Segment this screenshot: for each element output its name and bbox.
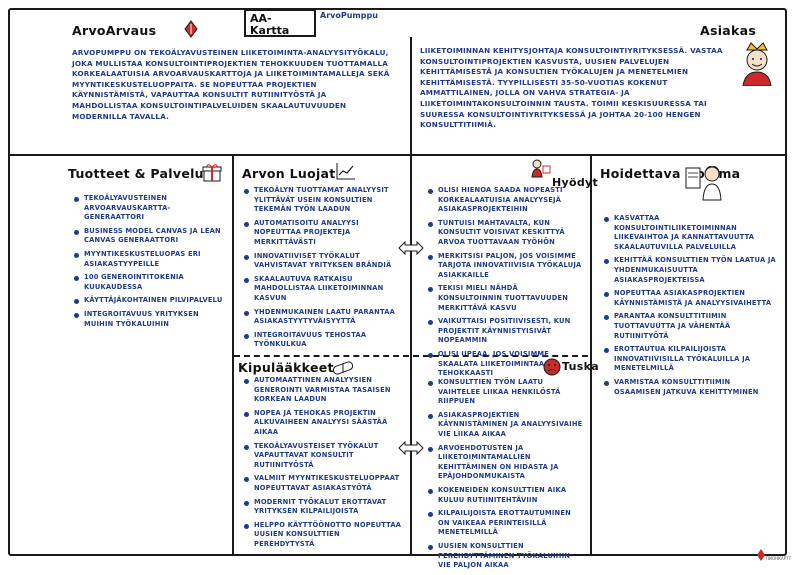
list-item: Yhdenmukainen laatu parantaa asiakastyyt…	[242, 308, 402, 327]
list-item: 100 generointitokenia kuukaudessa	[72, 273, 224, 292]
list-item: Modernit työkalut erottavat yrityksen ki…	[242, 498, 402, 517]
list-item: Integroitavuus tehostaa työnkulkua	[242, 331, 402, 350]
list-item: Myyntikeskusteluopas eri asiakastyypeill…	[72, 250, 224, 269]
list-item: Kasvattaa konsultointiliiketoiminnan lii…	[602, 214, 778, 252]
divider-right	[590, 154, 592, 556]
diamond-logo-icon	[184, 20, 198, 38]
tuotteet-list: Tekoälyavusteinen ArvoArvauskartta-gener…	[72, 194, 224, 333]
diamond-logo-icon	[757, 549, 765, 561]
list-item: Kehittää konsulttien työn laatua ja yhde…	[602, 256, 778, 285]
list-item: Tekoälyavusteiset työkalut vapauttavat k…	[242, 442, 402, 471]
list-item: Tuntuisi mahtavalta, kun konsultit voisi…	[426, 219, 584, 248]
list-item: Merkitsisi paljon, jos voisimme tarjota …	[426, 252, 584, 281]
list-item: Käyttäjäkohtainen pilvipalvelu	[72, 296, 224, 306]
hoidettava-list: Kasvattaa konsultointiliiketoiminnan lii…	[602, 214, 778, 401]
arvoarvaus-text: ArvoPumppu on tekoälyavusteinen liiketoi…	[72, 48, 390, 121]
hyodyt-title: Hyödyt	[552, 176, 599, 189]
asiakas-title: Asiakas	[700, 23, 757, 38]
dashed-divider	[234, 355, 588, 357]
list-item: Varmistaa konsulttitiimin osaamisen jatk…	[602, 378, 778, 397]
list-item: Erottautua kilpailijoista innovatiivisil…	[602, 345, 778, 374]
list-item: Olisi upeaa, jos voisimme skaalata liike…	[426, 350, 584, 379]
double-arrow-icon	[398, 241, 424, 255]
divider-left	[232, 154, 234, 556]
list-item: Vaikuttaisi positiivisesti, kun projekti…	[426, 317, 584, 346]
list-item: Business Model Canvas ja Lean Canvas gen…	[72, 227, 224, 246]
list-item: Helppo käyttöönotto nopeuttaa uusien kon…	[242, 521, 402, 550]
arvon-luojat-title: Arvon Luojat	[242, 166, 336, 181]
scientist-icon	[685, 166, 722, 201]
list-item: Innovatiiviset työkalut vahvistavat yrit…	[242, 252, 402, 271]
list-item: Arvoehdotusten ja liiketoimintamallien k…	[426, 444, 584, 482]
pill-icon	[332, 361, 354, 375]
list-item: Valmiit myyntikeskusteluoppaat nopeuttav…	[242, 474, 402, 493]
tuska-title: Tuska	[562, 360, 599, 373]
list-item: Skaalautuva ratkaisu mahdollistaa liiket…	[242, 275, 402, 304]
list-item: Nopea ja tehokas projektin alkuvaiheen a…	[242, 409, 402, 438]
list-item: Parantaa konsulttitiimin tuottavuutta ja…	[602, 312, 778, 341]
title-line1: AA-	[250, 12, 272, 25]
list-item: Tekoälyavusteinen ArvoArvauskartta-gener…	[72, 194, 224, 223]
list-item: Kilpailijoista erottautuminen on vaikeaa…	[426, 509, 584, 538]
canvas-frame	[8, 8, 787, 556]
kipulaakkeet-title: Kipulääkkeet	[238, 360, 338, 375]
title-box: AA- Kartta	[244, 9, 316, 37]
list-item: Asiakasprojektien käynnistäminen ja anal…	[426, 411, 584, 440]
list-item: Kokeneiden konsulttien aika kuluu rutiin…	[426, 486, 584, 505]
list-item: Nopeuttaa asiakasprojektien käynnistämis…	[602, 289, 778, 308]
tuotteet-title: Tuotteet & Palvelut	[68, 166, 211, 181]
double-arrow-icon	[398, 441, 424, 455]
kipulaakkeet-list: Automaattinen analyysien generointi varm…	[242, 376, 402, 554]
gift-box-icon	[202, 164, 222, 182]
hyodyt-list: Olisi hienoa saada nopeasti korkealaatui…	[426, 186, 584, 383]
hoidettava-title: Hoidettava Homma	[600, 166, 741, 181]
list-item: Tekoälyn tuottamat analyysit ylittävät u…	[242, 186, 402, 215]
arvon-luojat-list: Tekoälyn tuottamat analyysit ylittävät u…	[242, 186, 402, 354]
gift-person-icon	[531, 159, 551, 178]
list-item: Tekisi mieli nähdä konsultoinnin tuottav…	[426, 284, 584, 313]
list-item: Integroitavuus yrityksen muihin työkalui…	[72, 310, 224, 329]
sad-face-icon	[543, 358, 561, 376]
line-chart-icon	[336, 163, 355, 180]
arvoarvaus-title: ArvoArvaus	[72, 23, 157, 38]
asiakas-text: Liiketoiminnan kehitysjohtaja konsultoin…	[420, 46, 723, 130]
list-item: Automatisoitu analyysi nopeuttaa projekt…	[242, 219, 402, 248]
list-item: Olisi hienoa saada nopeasti korkealaatui…	[426, 186, 584, 215]
list-item: Konsulttien työn laatu vaihtelee liikaa …	[426, 378, 584, 407]
list-item: Automaattinen analyysien generointi varm…	[242, 376, 402, 405]
tuska-list: Konsulttien työn laatu vaihtelee liikaa …	[426, 378, 584, 575]
footer-brand: ПИОНКАРТТ	[766, 556, 792, 561]
top-divider	[8, 154, 787, 156]
top-center-divider	[410, 37, 412, 155]
title-line2: Kartta	[250, 24, 290, 37]
list-item: Uusien konsulttien perehdyttäminen työka…	[426, 542, 584, 571]
king-avatar-icon	[742, 42, 772, 86]
title-subtitle: ArvoPumppu	[320, 11, 378, 20]
